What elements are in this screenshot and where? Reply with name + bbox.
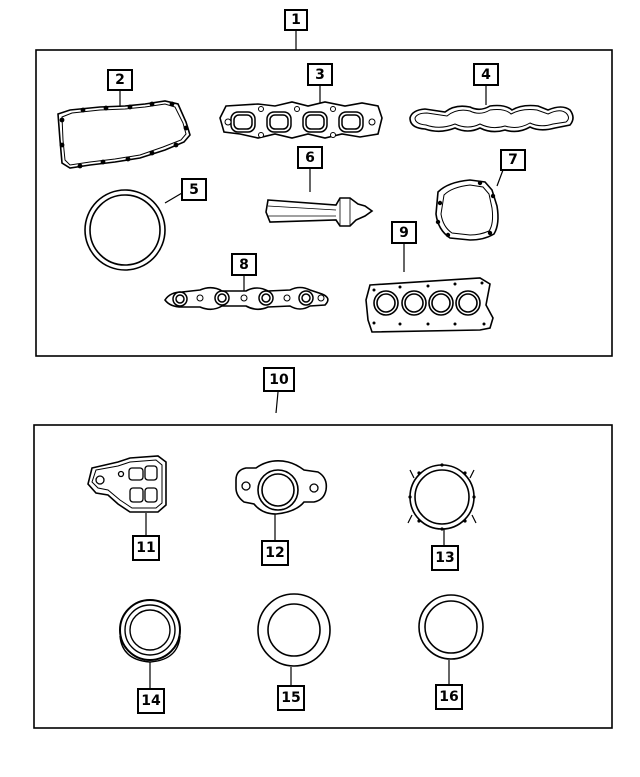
part-15-ring-gasket (257, 593, 331, 667)
svg-text:11: 11 (136, 540, 155, 556)
svg-text:5: 5 (189, 182, 199, 198)
callout-14[interactable]: 14 (137, 688, 165, 714)
callout-1[interactable]: 1 (284, 9, 308, 31)
part-2-valve-cover-gasket (57, 100, 191, 169)
part-3-exhaust-manifold-gasket (219, 101, 383, 139)
part-12-outlet-gasket (235, 460, 328, 515)
svg-text:6: 6 (305, 150, 315, 166)
callout-8[interactable]: 8 (231, 253, 257, 276)
svg-text:9: 9 (399, 225, 409, 241)
svg-text:10: 10 (269, 372, 289, 388)
svg-text:7: 7 (508, 152, 518, 168)
svg-text:12: 12 (265, 545, 284, 561)
callout-6[interactable]: 6 (297, 146, 323, 169)
part-5-o-ring (84, 189, 166, 271)
callout-5[interactable]: 5 (181, 178, 207, 201)
callout-13[interactable]: 13 (431, 545, 459, 571)
callout-4[interactable]: 4 (473, 63, 499, 86)
upper-kit-frame (35, 49, 613, 357)
svg-text:15: 15 (281, 690, 300, 706)
callout-7[interactable]: 7 (500, 149, 526, 171)
svg-text:2: 2 (115, 72, 125, 88)
callout-15[interactable]: 15 (277, 685, 305, 711)
part-13-rear-seal (407, 463, 477, 531)
part-6-spark-plug-tube (265, 197, 374, 227)
callout-9[interactable]: 9 (391, 221, 417, 244)
svg-text:1: 1 (291, 12, 301, 28)
svg-text:16: 16 (439, 689, 458, 705)
svg-text:8: 8 (239, 257, 249, 273)
callout-2[interactable]: 2 (107, 69, 133, 91)
svg-text:14: 14 (141, 693, 161, 709)
part-9-head-gasket (365, 277, 494, 333)
lower-kit-frame (33, 424, 613, 729)
svg-text:3: 3 (315, 67, 325, 83)
callout-3[interactable]: 3 (307, 63, 333, 86)
part-11-adapter-gasket (87, 455, 167, 513)
part-8-exhaust-chain-gasket (164, 286, 329, 311)
svg-text:4: 4 (481, 67, 491, 83)
part-14-crank-seal (119, 599, 181, 663)
part-16-ring-gasket (418, 594, 484, 660)
callout-10[interactable]: 10 (263, 367, 295, 392)
part-4-intake-manifold-gasket (409, 104, 574, 133)
callout-12[interactable]: 12 (261, 540, 289, 566)
callout-11[interactable]: 11 (132, 535, 160, 561)
svg-text:13: 13 (435, 550, 454, 566)
callout-16[interactable]: 16 (435, 684, 463, 710)
part-7-housing-gasket (435, 179, 499, 241)
